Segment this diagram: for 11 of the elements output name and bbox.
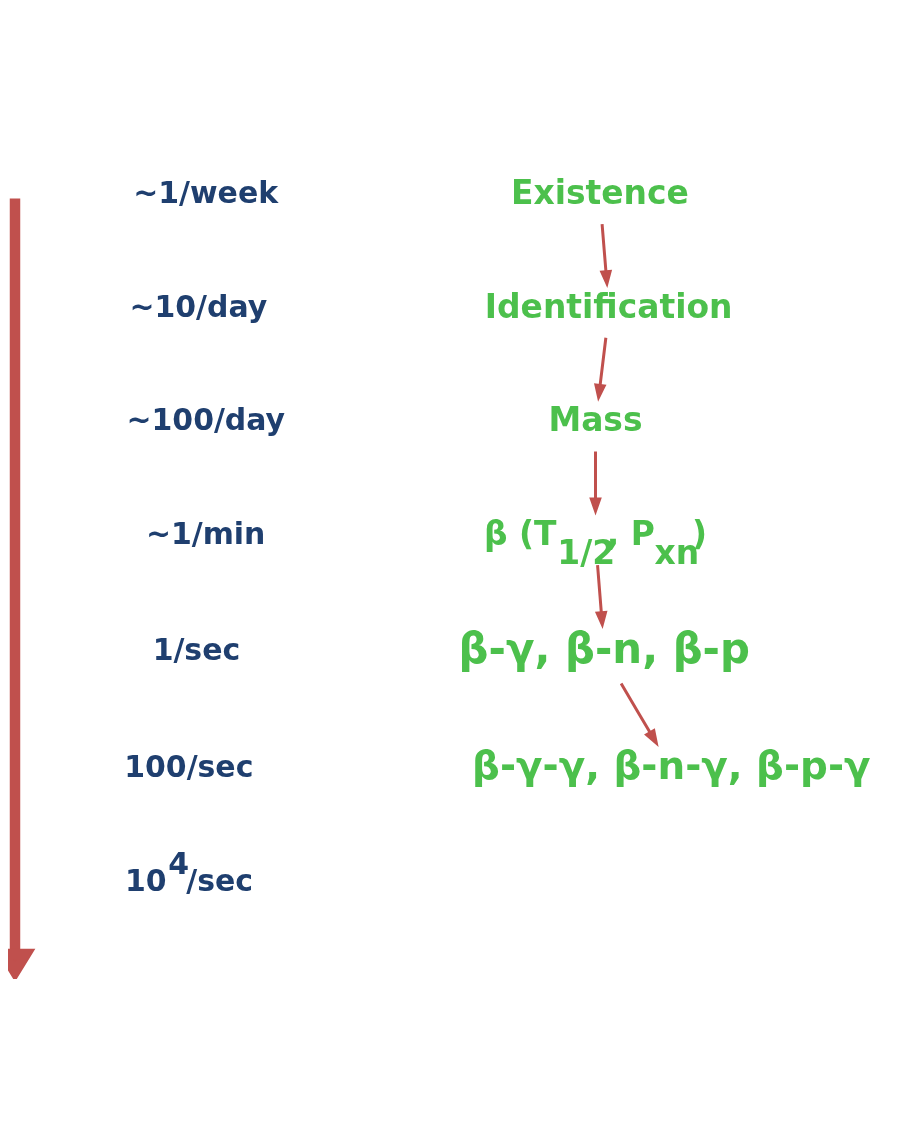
node-text: β-γ-γ, β-n-γ, β-p-γ (472, 742, 871, 788)
label: ~1/min (145, 516, 266, 552)
label: 100/sec (124, 748, 254, 784)
label: ~1/week (133, 174, 279, 210)
label: ~10/day (129, 288, 268, 324)
node-text: Mass (548, 400, 643, 440)
node-text: Identification (484, 286, 733, 326)
label: 1/sec (152, 631, 241, 667)
label: ~100/day (126, 402, 286, 438)
node-text: Existence (510, 172, 689, 212)
node-text: β-γ, β-n, β-p (458, 623, 750, 673)
